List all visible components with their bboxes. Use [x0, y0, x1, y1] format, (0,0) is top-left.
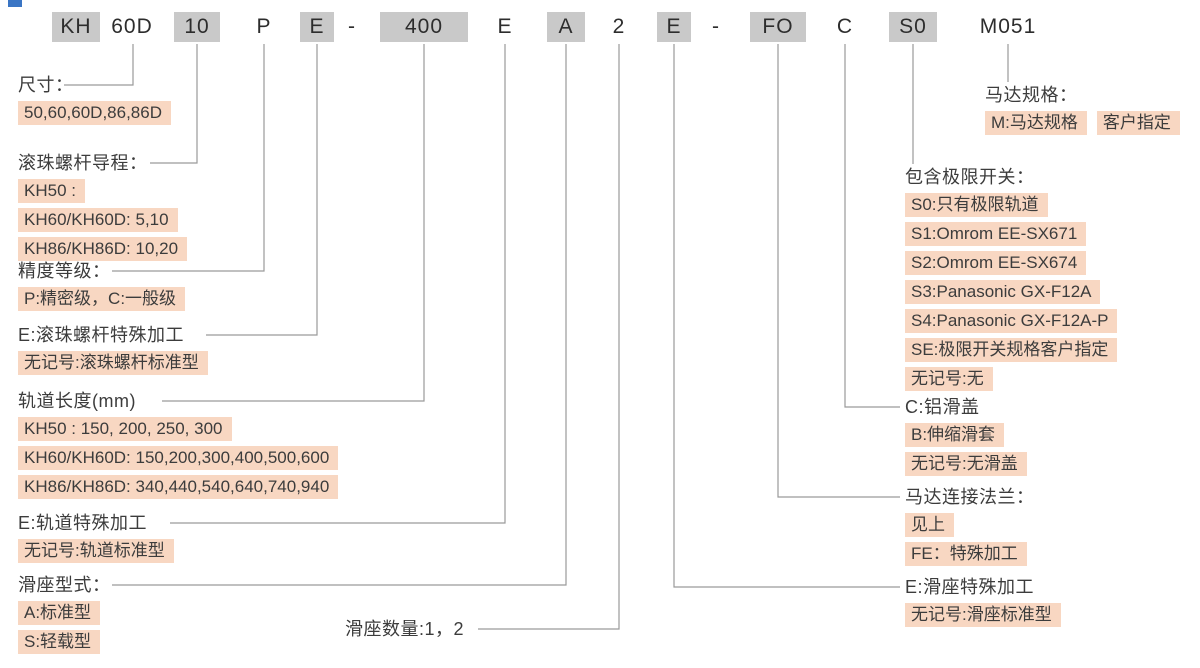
- annotation-slider-type: 滑座型式： A:标准型 S:轻载型: [18, 574, 111, 654]
- annotation-slider-special: E:滑座特殊加工 无记号:滑座标准型: [905, 576, 1061, 627]
- option-item: KH60/KH60D: 5,10: [18, 208, 178, 232]
- annotation-rail-length: 轨道长度(mm) KH50 : 150, 200, 250, 300 KH60/…: [18, 390, 339, 499]
- option-item: S0:只有极限轨道: [905, 193, 1048, 217]
- option-item: SE:极限开关规格客户指定: [905, 338, 1118, 362]
- annotation-label: 马达规格：: [985, 85, 1078, 105]
- code-segment-slider-qty: 2: [612, 15, 626, 38]
- option-item: S:轻载型: [18, 630, 101, 654]
- option-item: KH50 :: [18, 179, 85, 203]
- annotation-cover: C:铝滑盖 B:伸缩滑套 无记号:无滑盖: [905, 396, 1027, 476]
- annotation-label: 滑座型式：: [18, 575, 111, 595]
- option-item: 见上: [905, 513, 954, 537]
- annotation-label: 滑座数量:1，2: [345, 619, 465, 639]
- annotation-accuracy: 精度等级： P:精密级，C:一般级: [18, 260, 186, 311]
- code-separator: -: [712, 15, 720, 38]
- option-item: 50,60,60D,86,86D: [18, 101, 171, 125]
- option-item: 无记号:滚珠螺杆标准型: [18, 351, 208, 375]
- leader-cover: [844, 44, 900, 408]
- code-segment-accuracy: P: [256, 15, 272, 38]
- leader-flange: [777, 44, 900, 498]
- annotation-limit-switch: 包含极限开关： S0:只有极限轨道 S1:Omrom EE-SX671 S2:O…: [905, 166, 1118, 391]
- code-segment-slider-type: A: [547, 12, 585, 42]
- option-item: FE：特殊加工: [905, 542, 1027, 566]
- annotation-label: 包含极限开关：: [905, 167, 1035, 187]
- code-segment-cover: C: [836, 15, 854, 38]
- annotation-lead: 滚珠螺杆导程： KH50 : KH60/KH60D: 5,10 KH86/KH8…: [18, 152, 188, 261]
- option-item: 无记号:无: [905, 367, 993, 391]
- leader-slider-special: [673, 44, 900, 588]
- annotation-label: 马达连接法兰：: [905, 487, 1035, 507]
- code-segment-slider-special: E: [657, 12, 691, 42]
- annotation-size: 尺寸： 50,60,60D,86,86D: [18, 74, 171, 125]
- option-item: 客户指定: [1096, 111, 1180, 135]
- option-item: B:伸缩滑套: [905, 423, 1005, 447]
- option-item: 无记号:轨道标准型: [18, 539, 174, 563]
- annotation-label: E:轨道特殊加工: [18, 513, 148, 533]
- option-item: 无记号:无滑盖: [905, 452, 1027, 476]
- option-item: KH60/KH60D: 150,200,300,400,500,600: [18, 446, 339, 470]
- option-item: KH86/KH86D: 340,440,540,640,740,940: [18, 475, 339, 499]
- option-item: S1:Omrom EE-SX671: [905, 222, 1087, 246]
- option-item: 无记号:滑座标准型: [905, 603, 1061, 627]
- leader-screw-special: [206, 44, 318, 336]
- leader-slider-type: [112, 44, 567, 586]
- annotation-label: E:滚珠螺杆特殊加工: [18, 325, 185, 345]
- code-segment-series: KH: [52, 12, 100, 42]
- annotation-label: 滚珠螺杆导程：: [18, 153, 148, 173]
- page-corner-accent: [8, 0, 22, 7]
- annotation-screw-special: E:滚珠螺杆特殊加工 无记号:滚珠螺杆标准型: [18, 324, 208, 375]
- code-segment-screw-special: E: [300, 12, 334, 42]
- code-segment-limit-switch: S0: [889, 12, 937, 42]
- option-item: KH86/KH86D: 10,20: [18, 237, 188, 261]
- option-item: M:马达规格: [985, 111, 1087, 135]
- annotation-flange: 马达连接法兰： 见上 FE：特殊加工: [905, 486, 1035, 566]
- code-segment-flange: FO: [750, 12, 806, 42]
- option-item: KH50 : 150, 200, 250, 300: [18, 417, 232, 441]
- annotation-motor-spec: 马达规格： M:马达规格 客户指定: [985, 84, 1180, 135]
- annotation-rail-special: E:轨道特殊加工 无记号:轨道标准型: [18, 512, 174, 563]
- code-segment-size: 60D: [111, 15, 153, 38]
- option-item: S4:Panasonic GX-F12A-P: [905, 309, 1118, 333]
- leader-slider-qty: [478, 44, 620, 630]
- option-item: S3:Panasonic GX-F12A: [905, 280, 1101, 304]
- annotation-label: E:滑座特殊加工: [905, 577, 1035, 597]
- annotation-label: 精度等级：: [18, 261, 111, 281]
- annotation-slider-qty: 滑座数量:1，2: [345, 618, 464, 640]
- code-segment-lead: 10: [174, 12, 220, 42]
- option-row: M:马达规格 客户指定: [985, 106, 1180, 135]
- code-segment-motor: M051: [979, 15, 1037, 38]
- code-segment-rail-length: 400: [380, 12, 468, 42]
- option-item: A:标准型: [18, 601, 101, 625]
- option-item: P:精密级，C:一般级: [18, 287, 186, 311]
- option-item: S2:Omrom EE-SX674: [905, 251, 1087, 275]
- annotation-label: 尺寸：: [18, 75, 74, 95]
- annotation-label: C:铝滑盖: [905, 397, 980, 417]
- annotation-label: 轨道长度(mm): [18, 391, 136, 411]
- code-segment-rail-special: E: [497, 15, 513, 38]
- code-separator: -: [348, 15, 356, 38]
